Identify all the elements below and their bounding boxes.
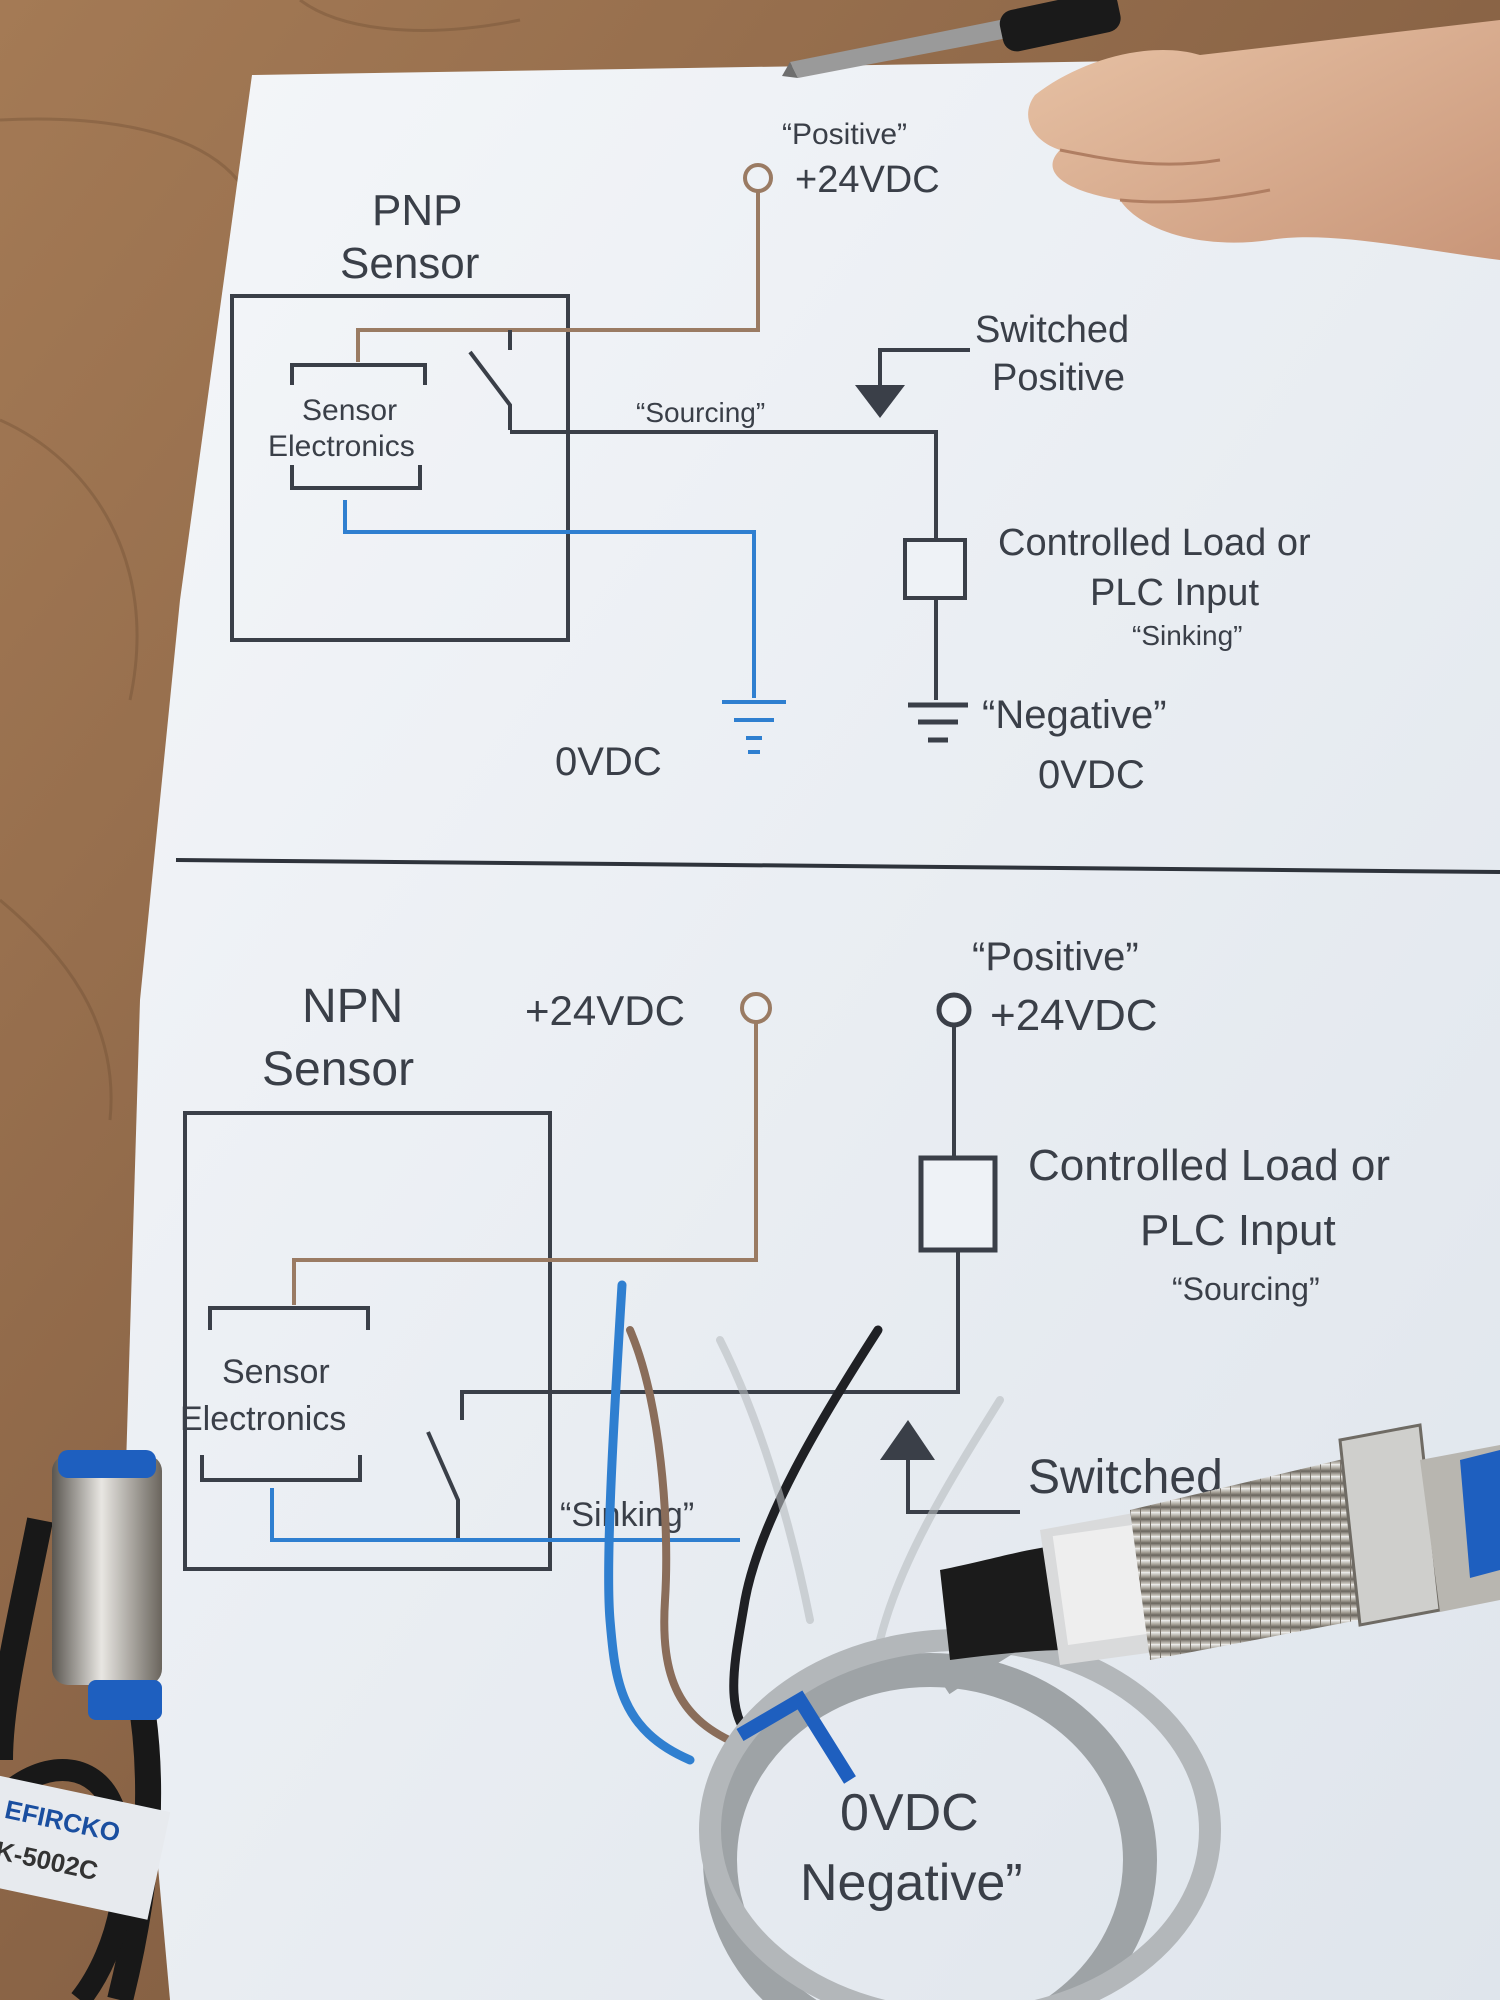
pnp-positive-quote: “Positive” bbox=[782, 118, 907, 151]
pnp-load-type: “Sinking” bbox=[1132, 620, 1242, 651]
pnp-arrow-head bbox=[855, 385, 905, 418]
npn-blue-wire bbox=[270, 1488, 740, 1542]
npn-positive-quote: “Positive” bbox=[972, 935, 1139, 979]
pnp-load-box bbox=[903, 538, 967, 600]
npn-switched-arrow bbox=[906, 1460, 1020, 1514]
pnp-negative-voltage: 0VDC bbox=[1038, 753, 1145, 797]
npn-load-line2: PLC Input bbox=[1140, 1206, 1336, 1255]
npn-positive-terminal bbox=[936, 992, 972, 1028]
proximity-sensor-right bbox=[940, 1423, 1500, 1665]
pnp-sensor-box bbox=[230, 294, 570, 642]
npn-load-type: “Sourcing” bbox=[1172, 1271, 1320, 1307]
pnp-brown-wire bbox=[356, 178, 760, 362]
pnp-switched-arrow bbox=[878, 348, 970, 390]
npn-arrow-head bbox=[880, 1420, 935, 1460]
npn-diagram: NPN Sensor Sensor Electronics +24VDC “Po… bbox=[180, 935, 1390, 1912]
cable-tie bbox=[736, 1690, 856, 1784]
pnp-ground-label: 0VDC bbox=[555, 740, 662, 784]
sensor-spec-label bbox=[1052, 1524, 1148, 1646]
npn-negative-voltage: 0VDC bbox=[840, 1784, 979, 1842]
npn-load-line1: Controlled Load or bbox=[1028, 1141, 1390, 1190]
pnp-diagram: PNP Sensor Sensor Electronics “Positive”… bbox=[230, 118, 1311, 797]
npn-load-box bbox=[918, 1155, 998, 1253]
npn-title-line2: Sensor bbox=[262, 1043, 414, 1096]
pnp-electronics-line1: Sensor bbox=[302, 394, 397, 427]
npn-electronics-line2: Electronics bbox=[180, 1400, 346, 1438]
sensor-wires bbox=[604, 1280, 1004, 1765]
pnp-switched-line2: Positive bbox=[992, 357, 1125, 399]
npn-sensor-box bbox=[183, 1111, 552, 1571]
hand bbox=[1028, 20, 1500, 260]
npn-switched-label: Switched bbox=[1028, 1451, 1223, 1504]
npn-output-wire bbox=[460, 1250, 960, 1420]
pnp-switch bbox=[468, 330, 512, 430]
pnp-blue-wire bbox=[343, 500, 756, 698]
pnp-load-line1: Controlled Load or bbox=[998, 522, 1311, 564]
pnp-sourcing-label: “Sourcing” bbox=[636, 397, 765, 428]
npn-title-line1: NPN bbox=[302, 980, 403, 1033]
pnp-right-ground bbox=[908, 702, 968, 743]
npn-brown-wire bbox=[292, 1022, 758, 1305]
npn-electronics-bracket bbox=[200, 1306, 370, 1482]
pnp-electronics-line2: Electronics bbox=[268, 430, 415, 463]
npn-supply-terminal bbox=[740, 992, 772, 1024]
screwdriver bbox=[782, 0, 1121, 78]
pnp-load-line2: PLC Input bbox=[1090, 572, 1259, 614]
pnp-title-line1: PNP bbox=[372, 186, 462, 235]
pnp-left-ground bbox=[722, 700, 786, 754]
sensor-label-tag: EFIRCKO IK-5002C bbox=[0, 1774, 171, 1920]
pnp-electronics-bracket bbox=[290, 363, 427, 490]
npn-sinking-label: “Sinking” bbox=[560, 1496, 694, 1534]
pnp-negative-quote: “Negative” bbox=[982, 693, 1167, 737]
pnp-output-wire bbox=[510, 430, 938, 540]
pnp-positive-voltage: +24VDC bbox=[795, 159, 940, 201]
npn-negative-quote: Negative” bbox=[800, 1854, 1023, 1912]
pnp-positive-terminal bbox=[743, 163, 773, 193]
npn-supply-voltage: +24VDC bbox=[525, 987, 685, 1034]
section-divider bbox=[175, 858, 1500, 874]
npn-electronics-line1: Sensor bbox=[222, 1353, 330, 1391]
pnp-switched-line1: Switched bbox=[975, 309, 1129, 351]
pnp-title-line2: Sensor bbox=[340, 239, 479, 288]
npn-positive-voltage: +24VDC bbox=[990, 991, 1158, 1040]
npn-switch bbox=[426, 1431, 460, 1540]
